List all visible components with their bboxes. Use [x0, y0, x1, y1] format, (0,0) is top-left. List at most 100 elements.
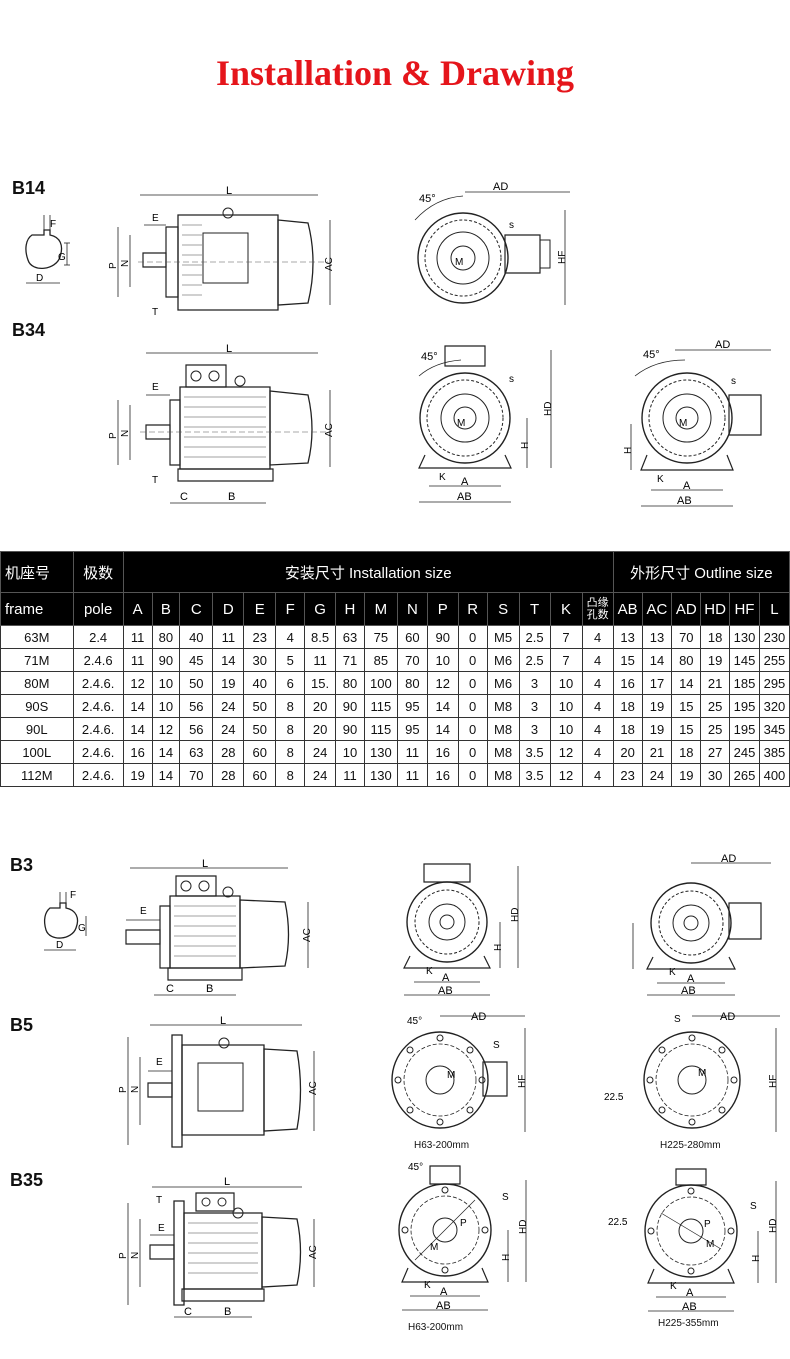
dim-t-label: T [156, 1195, 162, 1206]
table-cell: 2.4 [72, 625, 124, 649]
dim-t-label: T [152, 307, 158, 318]
table-cell: 24 [641, 763, 673, 787]
dim-l-label: L [226, 185, 232, 197]
table-cell: 19 [641, 694, 673, 718]
dim-m-label: M [457, 418, 465, 429]
table-cell: M8 [486, 717, 520, 741]
dim-k-label: K [657, 474, 664, 485]
dim-p-label: P [118, 1252, 129, 1259]
table-cell: 13 [641, 625, 673, 649]
motor-front-view-b34-a: 45° s M HD H K A AB [405, 340, 554, 503]
table-cell: 2.5 [518, 625, 551, 649]
table-cell: 16 [612, 671, 643, 695]
section-label-b3: B3 [10, 855, 34, 875]
table-cell: 11 [304, 648, 337, 672]
dim-hd-label: HD [768, 1219, 779, 1233]
table-cell: 71 [335, 648, 365, 672]
table-cell: 90L [0, 717, 74, 741]
table-cell: 4 [581, 625, 614, 649]
table-cell: 14 [426, 717, 459, 741]
table-cell: 50 [179, 671, 214, 695]
dim-d-label: D [56, 940, 63, 951]
dim-hd-label: HD [518, 1220, 529, 1234]
table-cell: 0 [457, 763, 488, 787]
column-header-15: T [518, 592, 551, 626]
table-cell: 195 [729, 717, 760, 741]
table-cell: 14 [151, 763, 181, 787]
table-cell: 8 [275, 717, 306, 741]
dim-g-label: G [58, 252, 66, 263]
table-cell: 4 [581, 717, 614, 741]
dim-hf-label: HF [517, 1075, 528, 1088]
table-cell: 18 [612, 717, 643, 741]
angle-45-label: 45° [408, 1162, 423, 1173]
table-cell: 70 [179, 763, 214, 787]
table-cell: 4 [581, 671, 614, 695]
dim-p-label: P [118, 1086, 129, 1093]
column-header-10: M [363, 592, 398, 626]
table-cell: 0 [457, 740, 488, 764]
table-cell: 16 [426, 740, 459, 764]
table-cell: 4 [581, 694, 614, 718]
table-cell: 17 [641, 671, 673, 695]
dim-s-label: s [731, 376, 736, 387]
dim-n-label: N [130, 1252, 141, 1259]
dim-n-label: N [120, 260, 131, 267]
table-cell: 10 [151, 694, 181, 718]
table-cell: 0 [457, 625, 488, 649]
table-cell: 60 [243, 740, 277, 764]
dim-b-label: B [224, 1306, 231, 1318]
table-cell: 255 [758, 648, 790, 672]
table-cell: 50 [243, 694, 277, 718]
table-cell: 63 [335, 625, 365, 649]
column-header-17: 凸缘孔数 [581, 592, 614, 626]
table-cell: 2.4.6. [72, 740, 124, 764]
dim-c-label: C [184, 1306, 192, 1318]
column-header-0: frame [0, 592, 74, 626]
table-cell: M5 [486, 625, 520, 649]
angle-45-label: 45° [419, 193, 436, 205]
column-header-23: L [758, 592, 790, 626]
table-cell: 14 [122, 717, 153, 741]
table-cell: 19 [212, 671, 245, 695]
table-cell: 4 [581, 763, 614, 787]
dim-s-label: S [502, 1192, 509, 1203]
table-cell: 90 [335, 717, 365, 741]
table-cell: 28 [212, 740, 245, 764]
table-cell: 24 [212, 717, 245, 741]
dim-m-label: M [679, 418, 687, 429]
column-header-13: R [457, 592, 488, 626]
table-cell: 195 [729, 694, 760, 718]
table-cell: 95 [396, 694, 428, 718]
table-cell: 90 [426, 625, 459, 649]
shaft-section-b14: F G D [20, 215, 90, 284]
table-cell: 2.5 [518, 648, 551, 672]
column-header-14: S [486, 592, 520, 626]
motor-side-view-b34: L P N E T C B AC [108, 343, 335, 515]
table-cell: 345 [758, 717, 790, 741]
caption-b35-right: H225-355mm [658, 1318, 719, 1329]
dim-l-label: L [224, 1176, 230, 1188]
dim-h-label: H [493, 944, 504, 951]
dim-m-label: M [706, 1239, 714, 1250]
header-outline-size: 外形尺寸 Outline size [612, 551, 790, 593]
table-cell: 21 [700, 671, 731, 695]
motor-side-view-b35: L T P N E C B AC [118, 1176, 319, 1318]
flange-view-b35-left: 45° P M S HD H K A AB [390, 1162, 529, 1312]
table-cell: 8 [275, 740, 306, 764]
table-cell: 25 [700, 717, 731, 741]
dimension-table: 机座号 极数 安装尺寸 Installation size 外形尺寸 Outli… [0, 551, 790, 787]
table-cell: M6 [486, 648, 520, 672]
section-label-b35: B35 [10, 1170, 44, 1190]
dim-hd-label: HD [510, 908, 521, 922]
column-header-3: B [151, 592, 181, 626]
dim-s-label: S [750, 1201, 757, 1212]
table-cell: 112M [0, 763, 74, 787]
dim-hf-label: HF [557, 251, 568, 264]
table-cell: 2.4.6. [72, 694, 124, 718]
